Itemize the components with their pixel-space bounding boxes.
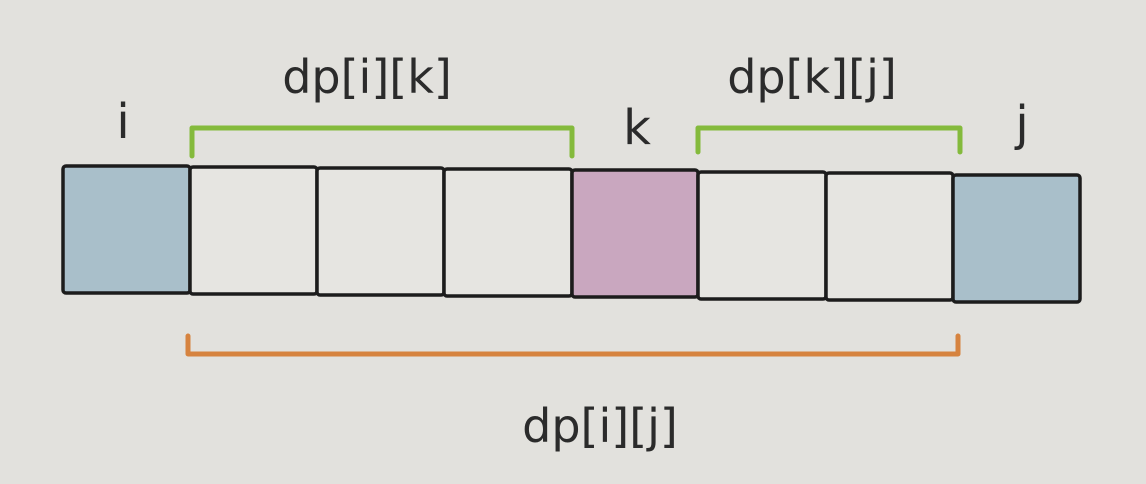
index-k-label: k xyxy=(623,100,651,156)
array-cell-5 xyxy=(696,170,828,301)
array-cell-j xyxy=(951,173,1082,304)
array-cell-6 xyxy=(824,171,955,302)
bracket-dp-k-j xyxy=(695,125,963,155)
bracket-dp-i-k xyxy=(189,125,575,159)
array-cell-1 xyxy=(188,165,319,296)
dp-k-j-label: dp[k][j] xyxy=(727,50,897,104)
array-cell-k xyxy=(570,168,700,299)
array-cells xyxy=(61,164,1082,304)
dp-i-j-label: dp[i][j] xyxy=(522,399,678,453)
array-cell-2 xyxy=(315,166,446,297)
bracket-dp-i-j xyxy=(185,333,961,357)
array-cell-i xyxy=(61,164,192,295)
dp-i-k-label: dp[i][k] xyxy=(282,50,452,104)
index-i-label: i xyxy=(116,94,129,150)
array-cell-3 xyxy=(442,167,574,298)
index-j-label: j xyxy=(1014,96,1028,152)
